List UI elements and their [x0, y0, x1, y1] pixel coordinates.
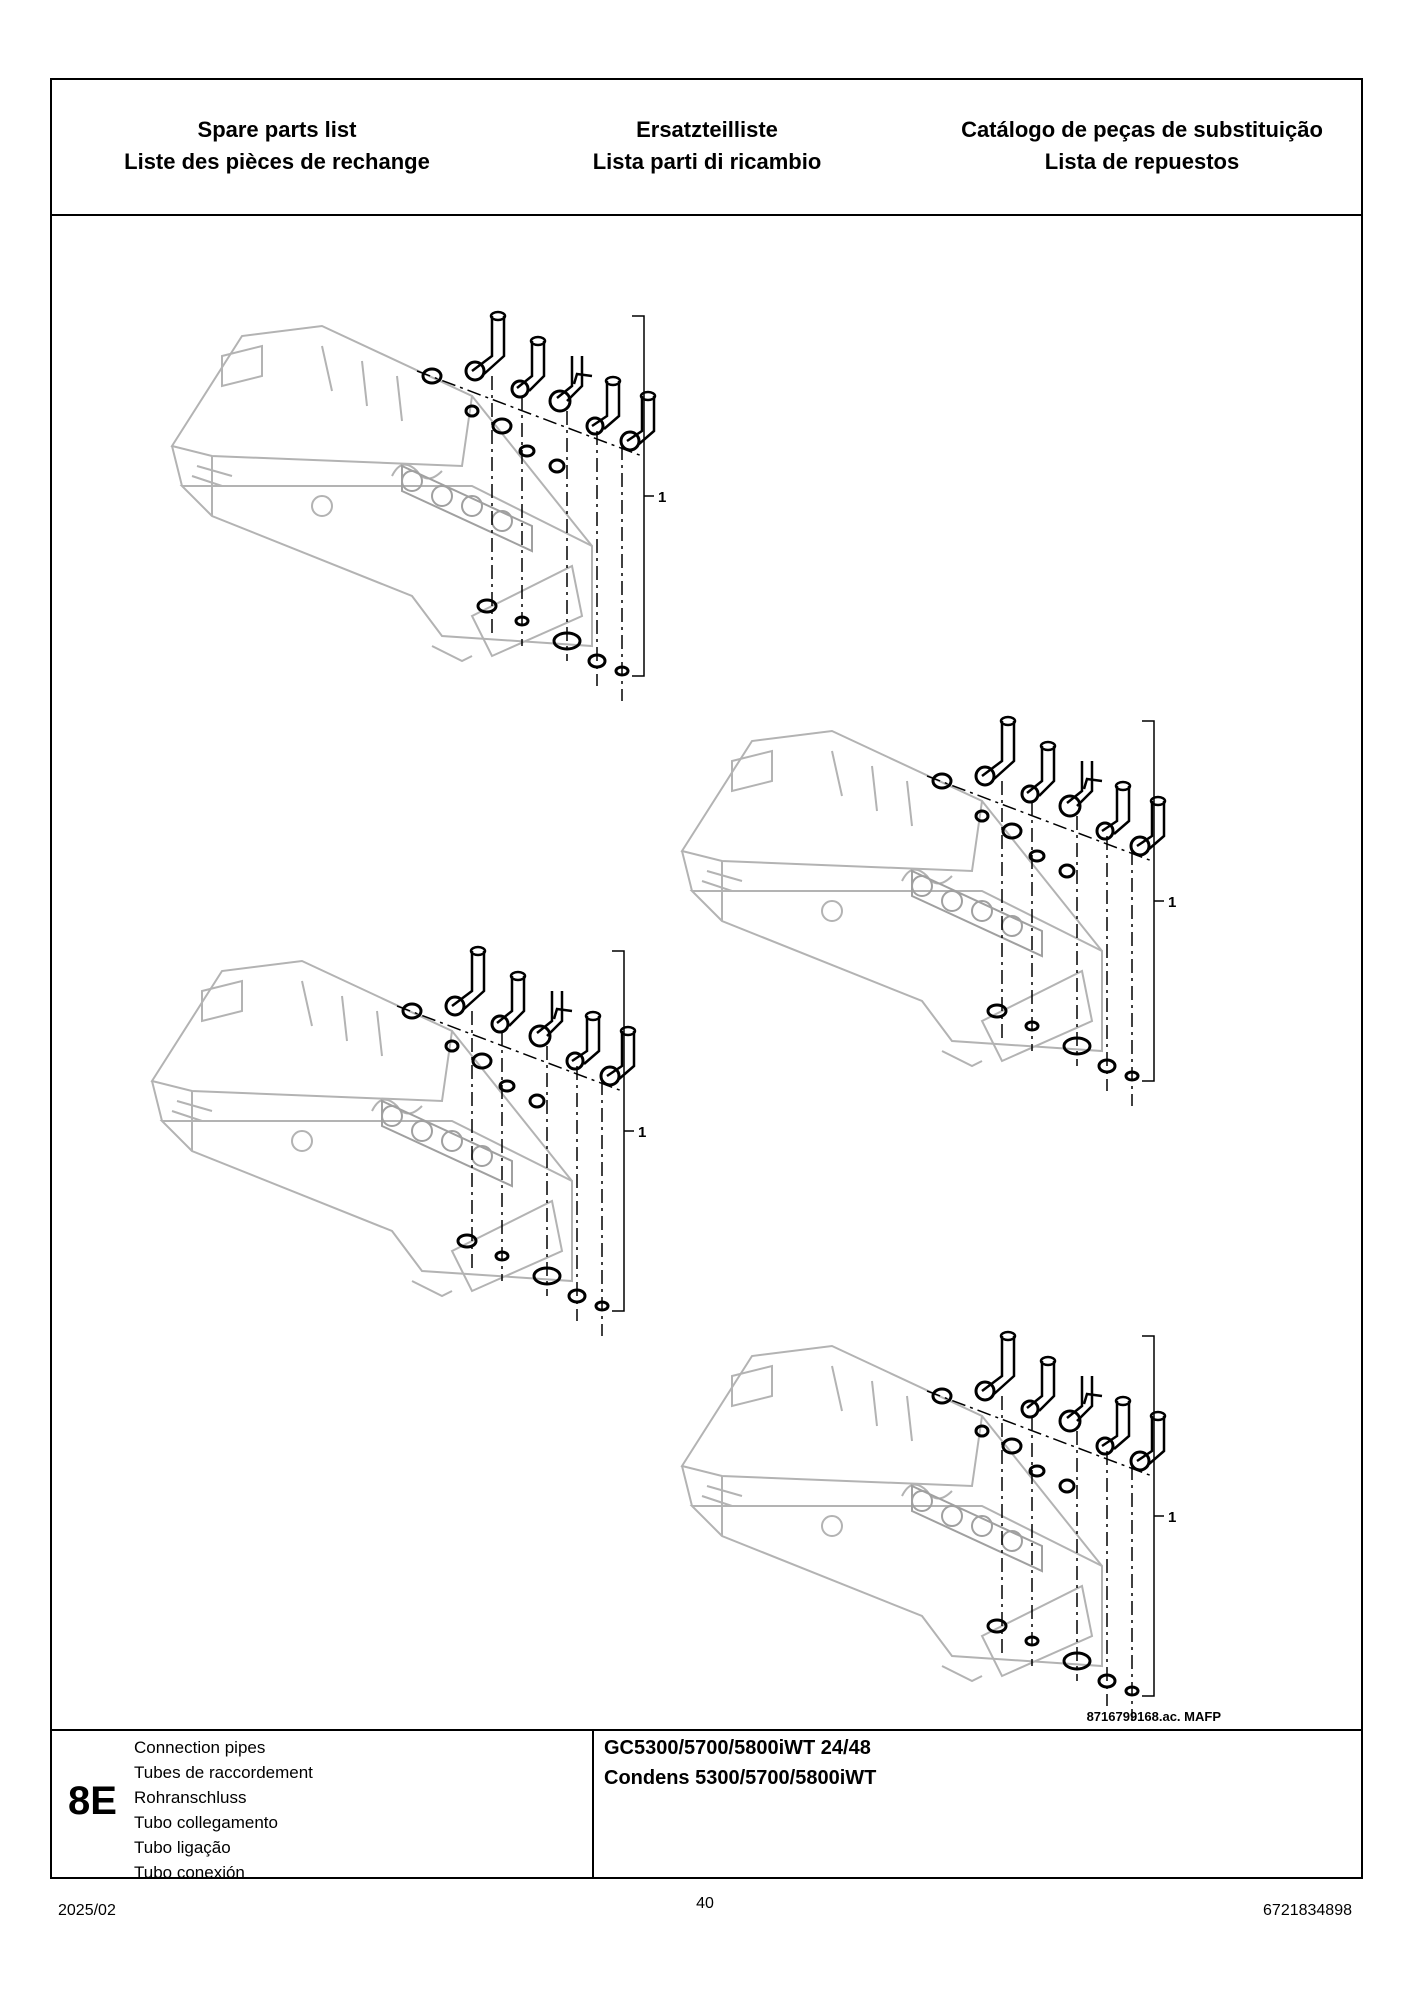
description-en: Connection pipes	[134, 1738, 266, 1757]
section-number: 8E	[68, 1779, 117, 1823]
callout-label: 1	[658, 489, 666, 506]
model-names: GC5300/5700/5800iWT 24/48 Condens 5300/5…	[604, 1733, 876, 1793]
assembly-4: 1	[680, 1330, 1176, 1723]
header-col-english-french: Spare parts list Liste des pièces de rec…	[62, 114, 492, 178]
exploded-drawing: 1 1 1 1 8716799168.ac. MAFP	[52, 216, 1361, 1734]
footer-block: 8E Connection pipes Tubes de raccordemen…	[52, 1729, 1361, 1882]
title-spare-parts-list: Spare parts list	[197, 117, 357, 142]
assembly-3: 1	[150, 945, 646, 1338]
title-liste-pieces: Liste des pièces de rechange	[124, 149, 430, 174]
drawing-doc-reference: 8716799168.ac. MAFP	[1086, 1709, 1221, 1724]
title-ersatzteilliste: Ersatzteilliste	[636, 117, 778, 142]
header: Spare parts list Liste des pièces de rec…	[52, 80, 1361, 216]
assembly-2: 1	[680, 715, 1176, 1108]
description-pt: Tubo ligação	[134, 1838, 231, 1857]
exploded-drawing-svg: 1 1 1 1	[150, 310, 1176, 1723]
part-descriptions: Connection pipes Tubes de raccordement R…	[134, 1735, 313, 1885]
model-condens: Condens 5300/5700/5800iWT	[604, 1767, 877, 1789]
header-col-portuguese-spanish: Catálogo de peças de substituição Lista …	[922, 114, 1362, 178]
title-catalogo-pecas: Catálogo de peças de substituição	[961, 117, 1323, 142]
callout-label: 1	[1168, 894, 1176, 911]
callout-label: 1	[638, 1124, 646, 1141]
page-frame: Spare parts list Liste des pièces de rec…	[50, 78, 1363, 1882]
header-col-german-italian: Ersatzteilliste Lista parti di ricambio	[492, 114, 922, 178]
description-it: Tubo collegamento	[134, 1813, 278, 1832]
description-fr: Tubes de raccordement	[134, 1763, 313, 1782]
footer-divider	[592, 1731, 594, 1877]
page-number: 40	[696, 1895, 714, 1912]
model-gc: GC5300/5700/5800iWT 24/48	[604, 1737, 871, 1759]
description-de: Rohranschluss	[134, 1788, 247, 1807]
title-lista-repuestos: Lista de repuestos	[1044, 149, 1240, 174]
title-lista-parti: Lista parti di ricambio	[592, 149, 822, 174]
page-date: 2025/02	[58, 1902, 116, 1919]
assembly-1: 1	[170, 310, 666, 703]
callout-label: 1	[1168, 1509, 1176, 1526]
page-code: 6721834898	[1263, 1902, 1352, 1919]
description-es: Tubo conexión	[134, 1863, 245, 1882]
